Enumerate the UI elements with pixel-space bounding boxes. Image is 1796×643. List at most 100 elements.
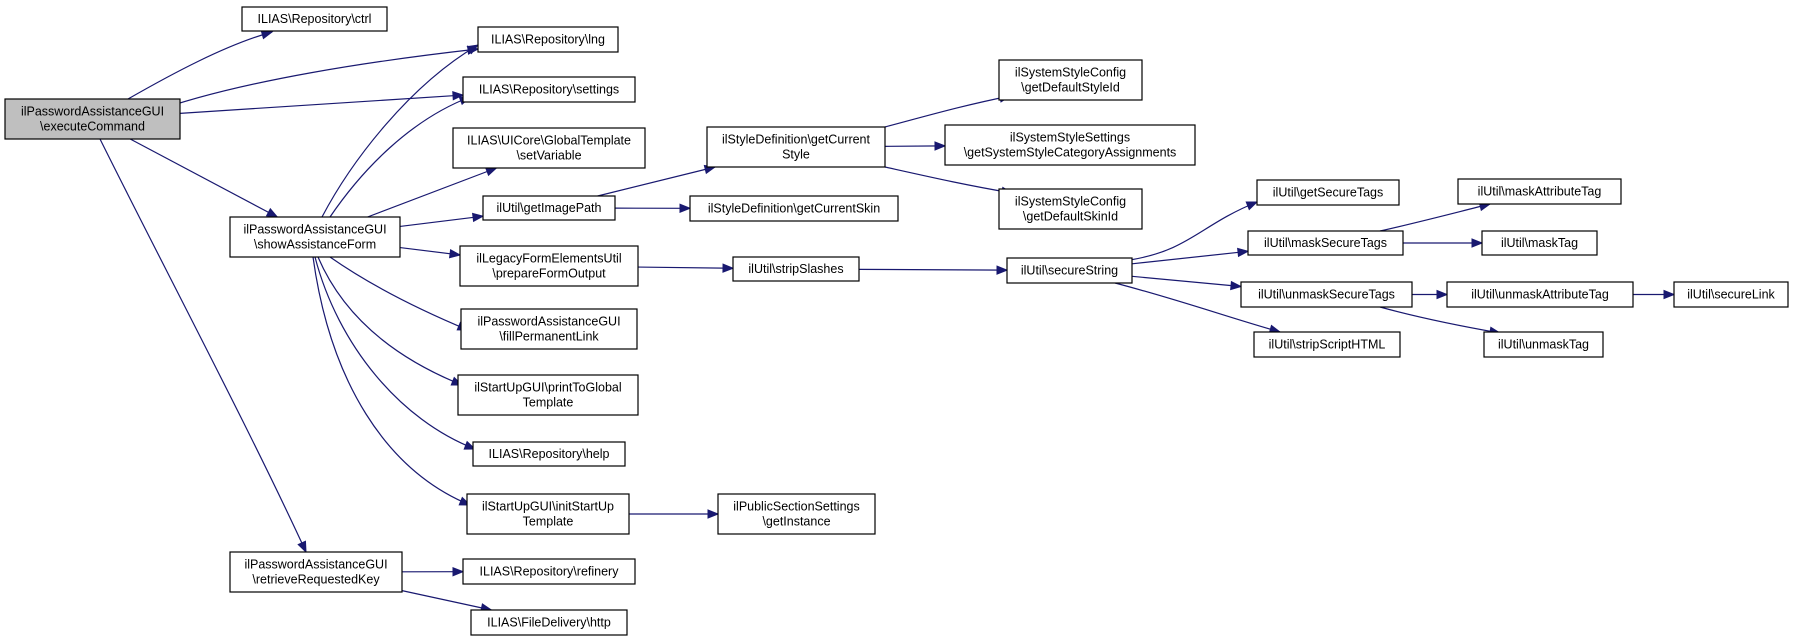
node-box [1006, 257, 1133, 284]
edge-root-to-ctrl [127, 31, 273, 100]
node-showForm[interactable]: ilPasswordAssistanceGUI\showAssistanceFo… [229, 216, 401, 258]
edge-showForm-to-lng [321, 44, 479, 218]
node-box [459, 245, 639, 287]
edge-unmaskSecureTags-to-unmaskAttributeTag-arrowhead [1436, 289, 1449, 300]
node-label: ilUtil\getSecureTags [1273, 186, 1383, 200]
node-secureLink[interactable]: ilUtil\secureLink [1673, 281, 1789, 308]
node-box [1253, 331, 1401, 358]
node-box [452, 127, 646, 169]
node-label: ilUtil\stripScriptHTML [1269, 338, 1386, 352]
node-box [998, 59, 1143, 101]
node-label: \getSystemStyleCategoryAssignments [964, 146, 1177, 160]
node-box [462, 558, 636, 585]
node-stripScriptHTML[interactable]: ilUtil\stripScriptHTML [1253, 331, 1401, 358]
node-label: \getDefaultSkinId [1023, 210, 1118, 224]
node-label: ILIAS\Repository\refinery [480, 565, 620, 579]
node-label: ilUtil\maskAttributeTag [1478, 185, 1602, 199]
node-unmaskTag[interactable]: ilUtil\unmaskTag [1483, 331, 1604, 358]
node-maskAttributeTag[interactable]: ilUtil\maskAttributeTag [1457, 178, 1622, 205]
node-box [689, 195, 899, 222]
node-box [1446, 281, 1634, 308]
node-http[interactable]: ILIAS\FileDelivery\http [470, 609, 628, 636]
nodes-layer: ilPasswordAssistanceGUI\executeCommandIL… [4, 6, 1789, 636]
node-refinery[interactable]: ILIAS\Repository\refinery [462, 558, 636, 585]
node-label: ilStyleDefinition\getCurrentSkin [708, 202, 880, 216]
node-stripSlashes[interactable]: ilUtil\stripSlashes [732, 256, 860, 282]
edge-secureString-to-getSecureTags [1129, 201, 1258, 261]
node-label: \fillPermanentLink [499, 330, 599, 344]
node-label: ilStartUpGUI\initStartUp [482, 500, 614, 514]
node-label: ilPasswordAssistanceGUI [244, 558, 387, 572]
edge-secureString-to-maskSecureTags-arrowhead [1237, 247, 1250, 258]
edge-getCurrentStyle-to-defaultStyleId [884, 95, 1011, 128]
edge-unmaskSecureTags-to-unmaskTag [1379, 306, 1501, 334]
node-root[interactable]: ilPasswordAssistanceGUI\executeCommand [4, 98, 181, 140]
node-box [229, 551, 403, 593]
edge-showForm-to-help-arrowhead [463, 440, 477, 450]
edge-secureString-to-stripScriptHTML [1114, 282, 1281, 333]
node-getSecureTags[interactable]: ilUtil\getSecureTags [1256, 179, 1400, 206]
node-unmaskSecureTags[interactable]: ilUtil\unmaskSecureTags [1240, 281, 1413, 308]
edge-root-to-lng [149, 48, 479, 114]
node-box [457, 374, 639, 416]
edge-showForm-to-lng-arrowhead [466, 44, 480, 55]
node-maskSecureTags[interactable]: ilUtil\maskSecureTags [1247, 230, 1404, 256]
node-label: \getDefaultStyleId [1021, 81, 1120, 95]
node-label: ILIAS\Repository\help [489, 447, 610, 461]
node-box [944, 124, 1196, 166]
node-label: ilUtil\unmaskSecureTags [1258, 288, 1395, 302]
node-label: ilUtil\secureLink [1687, 288, 1775, 302]
edge-secureString-to-maskSecureTags [1131, 250, 1249, 265]
edge-getImagePath-to-getCurrentSkin-arrowhead [679, 203, 692, 214]
node-defaultSkinId[interactable]: ilSystemStyleConfig\getDefaultSkinId [998, 188, 1143, 230]
node-fillPermanentLink[interactable]: ilPasswordAssistanceGUI\fillPermanentLin… [460, 308, 638, 350]
node-label: ILIAS\Repository\ctrl [258, 12, 372, 26]
node-maskTag[interactable]: ilUtil\maskTag [1481, 230, 1598, 256]
node-label: \retrieveRequestedKey [252, 573, 380, 587]
node-unmaskAttributeTag[interactable]: ilUtil\unmaskAttributeTag [1446, 281, 1634, 308]
node-publicSection[interactable]: ilPublicSectionSettings\getInstance [717, 493, 876, 535]
node-label: ilUtil\unmaskTag [1498, 338, 1589, 352]
node-secureString[interactable]: ilUtil\secureString [1006, 257, 1133, 284]
node-box [460, 308, 638, 350]
node-lng[interactable]: ILIAS\Repository\lng [477, 26, 619, 53]
edge-showForm-to-initStartUp [312, 256, 471, 506]
edge-stripSlashes-to-secureString [858, 268, 1008, 271]
node-box [1673, 281, 1789, 308]
edge-secureString-to-unmaskSecureTags-arrowhead [1230, 280, 1243, 291]
edge-root-to-ctrl-arrowhead [260, 30, 274, 40]
node-prepareFormOutput[interactable]: ilLegacyFormElementsUtil\prepareFormOutp… [459, 245, 639, 287]
node-label: ILIAS\FileDelivery\http [487, 616, 611, 630]
node-box [998, 188, 1143, 230]
node-box [1240, 281, 1413, 308]
node-ctrl[interactable]: ILIAS\Repository\ctrl [241, 6, 388, 32]
node-box [732, 256, 860, 282]
node-getCurrentSkin[interactable]: ilStyleDefinition\getCurrentSkin [689, 195, 899, 222]
node-box [706, 126, 886, 168]
node-label: ILIAS\Repository\settings [479, 83, 619, 97]
edge-showForm-to-help [314, 256, 476, 450]
node-label: Template [523, 396, 574, 410]
node-box [717, 493, 876, 535]
edge-root-to-retrieveKey-arrowhead [297, 540, 307, 554]
node-label: ilLegacyFormElementsUtil [476, 252, 621, 266]
node-box [229, 216, 401, 258]
node-setVariable[interactable]: ILIAS\UICore\GlobalTemplate\setVariable [452, 127, 646, 169]
node-categoryAssign[interactable]: ilSystemStyleSettings\getSystemStyleCate… [944, 124, 1196, 166]
node-help[interactable]: ILIAS\Repository\help [472, 441, 626, 467]
node-retrieveKey[interactable]: ilPasswordAssistanceGUI\retrieveRequeste… [229, 551, 403, 593]
node-getImagePath[interactable]: ilUtil\getImagePath [482, 195, 616, 221]
node-box [1247, 230, 1404, 256]
edge-showForm-to-printToGlobal [317, 256, 463, 386]
node-label: ilPublicSectionSettings [733, 500, 859, 514]
edge-showForm-to-settings [329, 96, 471, 218]
edge-stripSlashes-to-secureString-arrowhead [996, 265, 1009, 275]
node-box [1483, 331, 1604, 358]
edge-root-to-settings [179, 94, 464, 114]
node-defaultStyleId[interactable]: ilSystemStyleConfig\getDefaultStyleId [998, 59, 1143, 101]
node-settings[interactable]: ILIAS\Repository\settings [462, 76, 636, 103]
